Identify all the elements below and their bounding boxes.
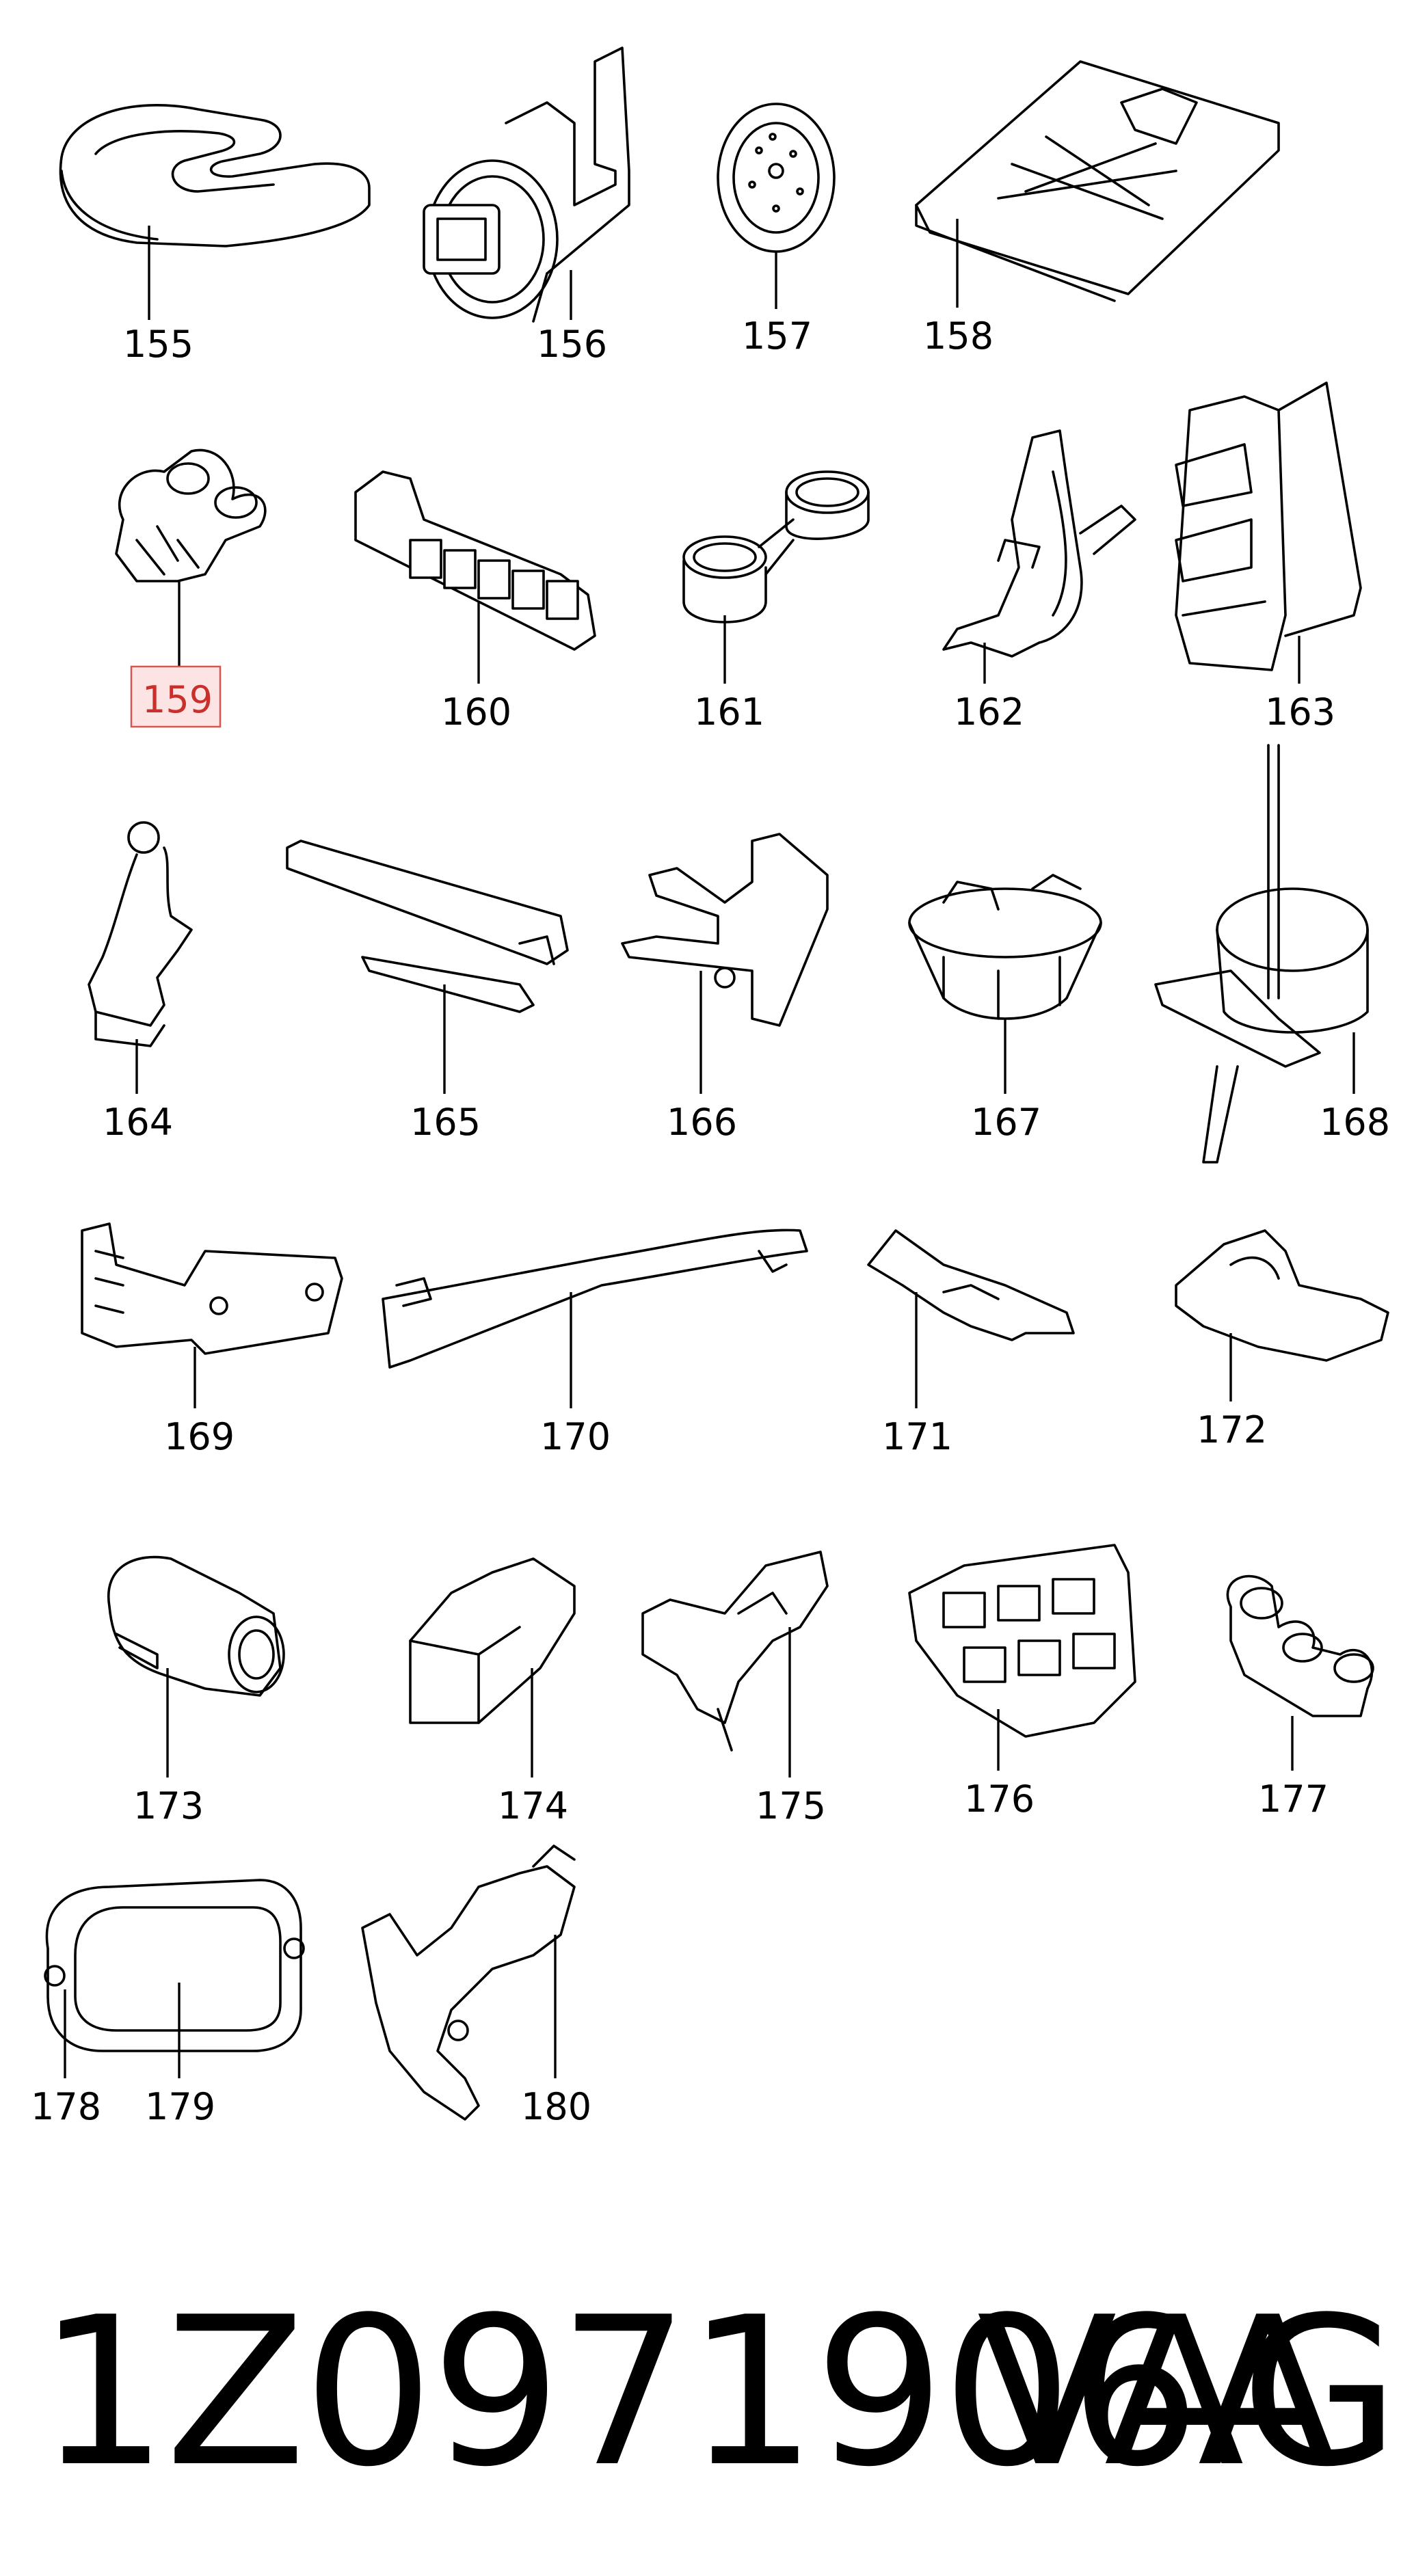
label-179: 179 (145, 2085, 215, 2128)
part-160-drawing (354, 470, 596, 651)
label-158: 158 (923, 314, 993, 358)
label-177: 177 (1258, 1777, 1329, 1821)
part-167-drawing (908, 874, 1102, 1020)
label-157: 157 (742, 314, 812, 358)
part-169-drawing (81, 1222, 343, 1355)
label-169: 169 (164, 1415, 235, 1458)
label-170: 170 (540, 1415, 611, 1458)
label-165: 165 (410, 1101, 481, 1144)
part-173-drawing (107, 1555, 285, 1697)
part-178-179-drawing (44, 1879, 305, 2052)
part-158-drawing (915, 60, 1280, 302)
part-163-drawing (1175, 381, 1362, 671)
highlight-159 (130, 665, 222, 728)
part-166-drawing (621, 833, 829, 1027)
label-160: 160 (441, 690, 511, 734)
label-168: 168 (1320, 1101, 1390, 1144)
part-176-drawing (908, 1544, 1136, 1738)
part-161-drawing (682, 470, 870, 623)
label-174: 174 (498, 1784, 568, 1827)
label-161: 161 (694, 690, 764, 734)
part-174-drawing (409, 1557, 576, 1724)
part-172-drawing (1175, 1229, 1389, 1362)
label-164: 164 (103, 1101, 173, 1144)
label-176: 176 (964, 1777, 1035, 1821)
label-163: 163 (1265, 690, 1335, 734)
label-155: 155 (123, 323, 194, 366)
label-166: 166 (667, 1101, 737, 1144)
label-167: 167 (971, 1101, 1041, 1144)
part-159-drawing (115, 448, 267, 582)
part-157-drawing (717, 103, 836, 253)
part-171-drawing (867, 1229, 1075, 1341)
label-180: 180 (521, 2085, 591, 2128)
part-164-drawing (88, 821, 193, 1047)
part-156-drawing (423, 46, 630, 323)
part-180-drawing (361, 1844, 576, 2121)
label-173: 173 (133, 1784, 204, 1827)
brand-name: VAG (976, 2273, 1400, 2512)
label-156: 156 (537, 323, 607, 366)
part-175-drawing (641, 1551, 829, 1752)
label-159[interactable]: 159 (142, 678, 213, 721)
label-178: 178 (31, 2085, 101, 2128)
part-168-drawing (1154, 744, 1369, 1164)
label-162: 162 (954, 690, 1024, 734)
part-155-drawing (59, 104, 371, 247)
label-175: 175 (756, 1784, 826, 1827)
part-170-drawing (382, 1229, 808, 1369)
part-162-drawing (942, 429, 1136, 658)
part-177-drawing (1226, 1574, 1374, 1717)
label-172: 172 (1197, 1408, 1267, 1451)
part-number: 1Z0971906A (38, 2273, 1338, 2512)
label-171: 171 (882, 1415, 952, 1458)
part-165-drawing (286, 840, 569, 1013)
